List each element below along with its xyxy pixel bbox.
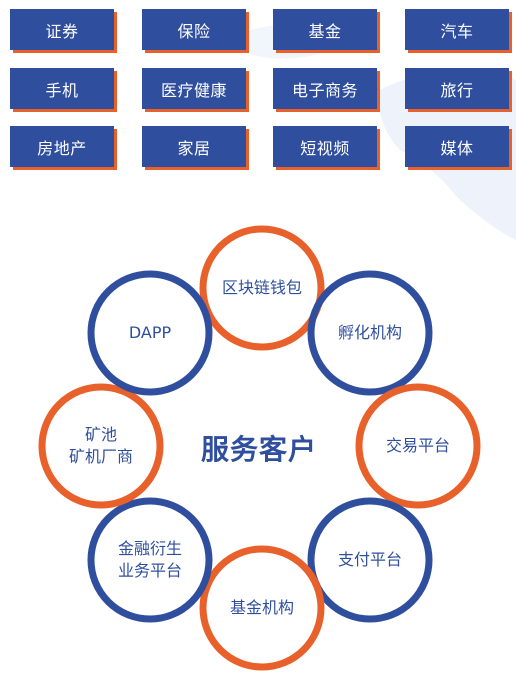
tag-label: 家居 bbox=[177, 138, 211, 158]
node-blockchain-wallet: 区块链钱包 bbox=[222, 277, 302, 299]
node-line: 矿池 bbox=[84, 425, 118, 444]
node-line: 交易平台 bbox=[385, 436, 451, 455]
center-title: 服务客户 bbox=[200, 433, 318, 466]
node-line: 业务平台 bbox=[117, 561, 183, 580]
tag-label: 房地产 bbox=[37, 138, 87, 158]
tag-mobile[interactable]: 手机 bbox=[10, 68, 114, 109]
node-fund-institution: 基金机构 bbox=[230, 597, 294, 619]
tag-real-estate[interactable]: 房地产 bbox=[10, 126, 114, 167]
tag-label: 证券 bbox=[45, 21, 79, 41]
node-dapp: DAPP bbox=[129, 322, 171, 344]
ring-node-circle bbox=[199, 225, 325, 351]
tag-securities[interactable]: 证券 bbox=[10, 9, 114, 50]
tag-travel[interactable]: 旅行 bbox=[405, 68, 509, 109]
ring-node-circle bbox=[38, 383, 164, 509]
ring-node-circle bbox=[307, 497, 433, 623]
ring-node-circle bbox=[87, 497, 213, 623]
node-mining: 矿池 矿机厂商 bbox=[69, 424, 133, 468]
tag-label: 手机 bbox=[45, 80, 79, 100]
tag-label: 保险 bbox=[177, 21, 211, 41]
node-incubator: 孵化机构 bbox=[338, 322, 402, 344]
node-line: DAPP bbox=[128, 323, 172, 342]
ring-node-circle bbox=[355, 383, 481, 509]
node-line: 孵化机构 bbox=[337, 323, 403, 342]
node-line: 区块链钱包 bbox=[221, 278, 303, 297]
node-derivatives-platform: 金融衍生 业务平台 bbox=[118, 538, 182, 582]
tag-label: 短视频 bbox=[300, 138, 350, 158]
tag-label: 医疗健康 bbox=[160, 80, 227, 100]
tag-label: 汽车 bbox=[440, 21, 474, 41]
industry-tag-grid: 证券 保险 基金 汽车 手机 医疗健康 电子商务 旅行 房地产 家居 短视频 媒… bbox=[0, 0, 516, 180]
tag-label: 电子商务 bbox=[291, 80, 358, 100]
node-line: 金融衍生 bbox=[117, 539, 183, 558]
tag-label: 旅行 bbox=[440, 80, 474, 100]
node-exchange: 交易平台 bbox=[386, 435, 450, 457]
tag-auto[interactable]: 汽车 bbox=[405, 9, 509, 50]
tag-home[interactable]: 家居 bbox=[142, 126, 246, 167]
tag-short-video[interactable]: 短视频 bbox=[273, 126, 377, 167]
ring-node-circle bbox=[307, 270, 433, 396]
node-line: 矿机厂商 bbox=[68, 447, 134, 466]
tag-label: 基金 bbox=[308, 21, 342, 41]
tag-healthcare[interactable]: 医疗健康 bbox=[142, 68, 246, 109]
ring-node-circle bbox=[199, 545, 325, 671]
tag-label: 媒体 bbox=[440, 138, 474, 158]
tag-insurance[interactable]: 保险 bbox=[142, 9, 246, 50]
ring-node-circle bbox=[87, 270, 213, 396]
tag-ecommerce[interactable]: 电子商务 bbox=[273, 68, 377, 109]
tag-media[interactable]: 媒体 bbox=[405, 126, 509, 167]
tag-fund[interactable]: 基金 bbox=[273, 9, 377, 50]
node-line: 基金机构 bbox=[229, 598, 295, 617]
node-line: 支付平台 bbox=[337, 550, 403, 569]
node-payment: 支付平台 bbox=[338, 549, 402, 571]
